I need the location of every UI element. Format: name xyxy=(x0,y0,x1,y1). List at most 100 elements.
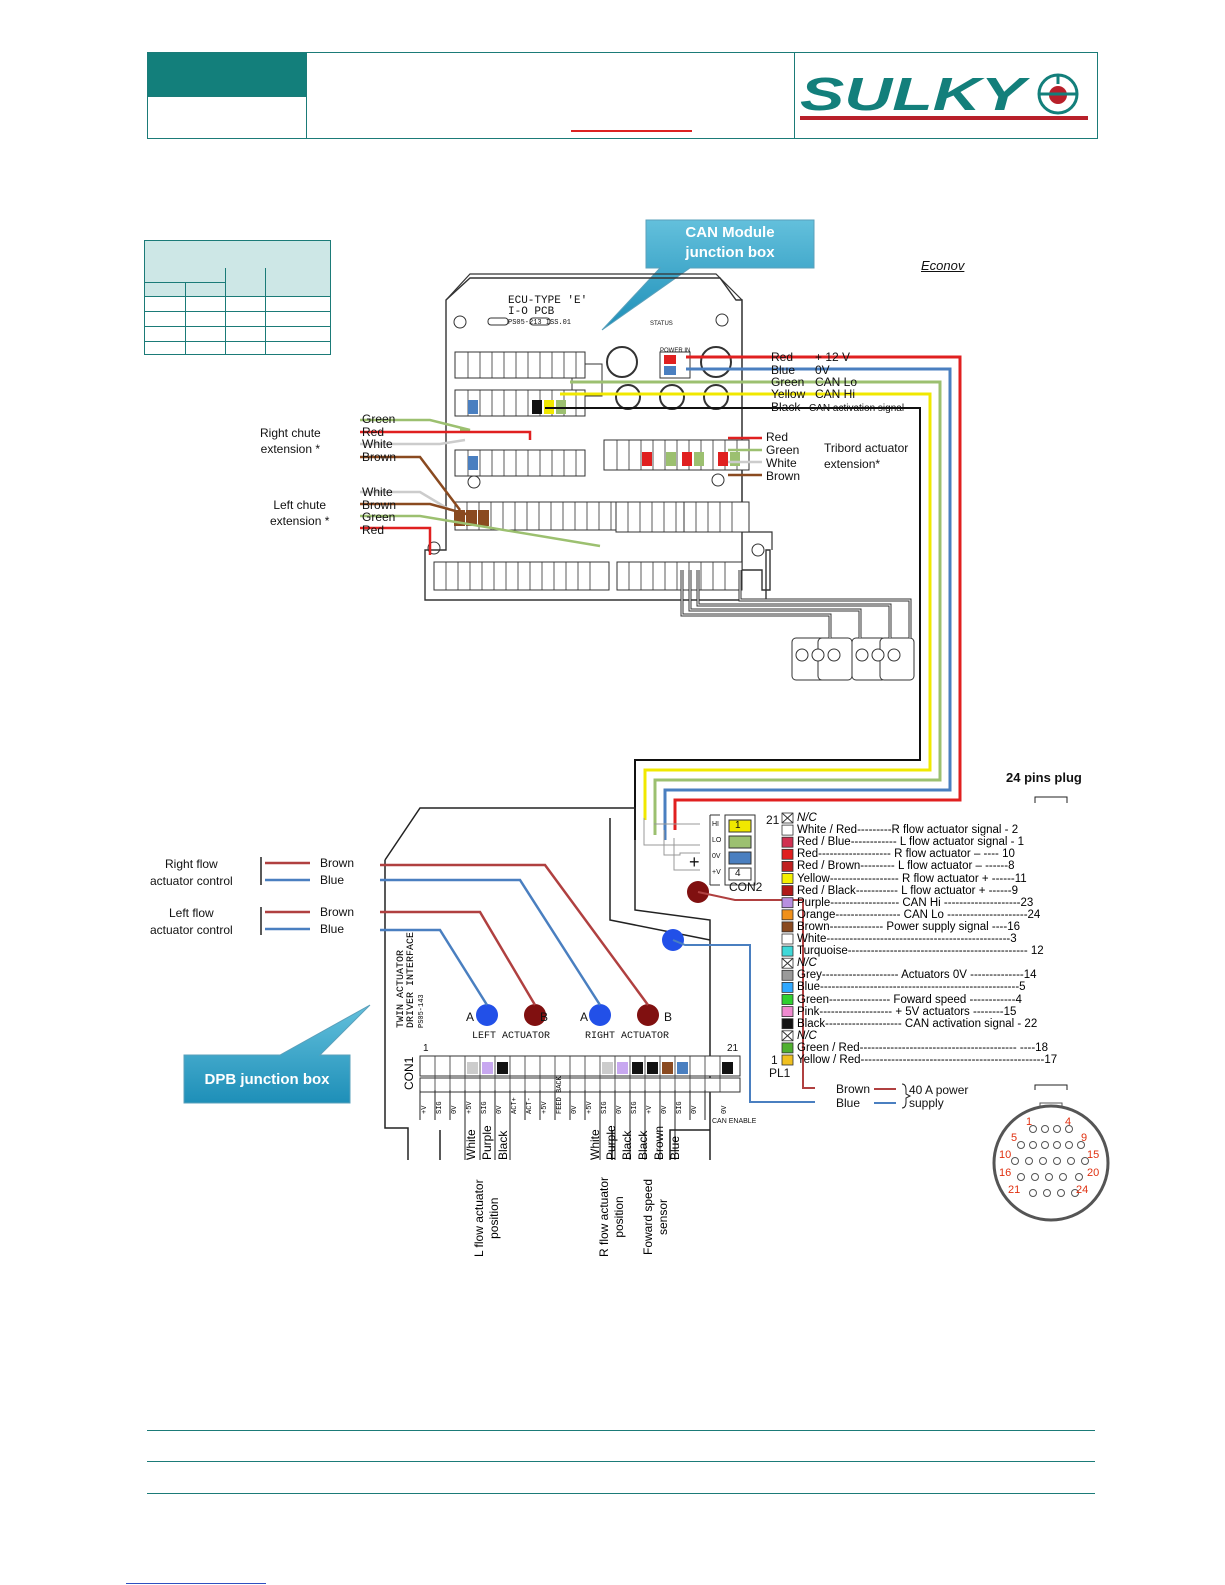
pin-description: -------------------- CAN activation sign… xyxy=(825,1017,1038,1030)
con2-label: CON2 xyxy=(729,880,763,894)
pin-description: ----------------------------------------… xyxy=(860,1054,1058,1066)
con1-pin-label: SIG xyxy=(601,1101,609,1114)
power-supply-brace xyxy=(874,1083,912,1109)
pin-color-swatch xyxy=(781,921,794,933)
label-line: supply xyxy=(909,1096,944,1110)
can-module-pcb xyxy=(424,273,915,681)
right-actuator-label: RIGHT ACTUATOR xyxy=(585,1031,670,1042)
wire-name: Brown xyxy=(320,905,355,919)
pin-color-name: Orange xyxy=(797,908,836,921)
pin-description: ----------------------------------------… xyxy=(826,933,1017,945)
wire-name: White xyxy=(362,485,393,499)
con1-pin-label: 0V xyxy=(616,1105,624,1114)
con1-pin-label: +V xyxy=(646,1105,654,1114)
pin-description: ------------------- + 5V actuators -----… xyxy=(819,1005,1017,1018)
dpb-callout-shape xyxy=(183,1004,371,1104)
pin-color-swatch xyxy=(781,897,794,909)
wire-name: Red xyxy=(362,424,385,439)
pin-color-name: Yellow xyxy=(797,872,830,885)
footer-link-underline xyxy=(126,1583,266,1584)
pin-description: ------------ L flow actuator signal - 1 xyxy=(850,836,1025,849)
pin-color-swatch xyxy=(781,945,794,957)
wire-name: Brown xyxy=(362,449,397,464)
wire-name: Blue xyxy=(836,1096,861,1110)
pin-color-swatch xyxy=(781,824,794,836)
actuator-b-label: B xyxy=(540,1010,549,1024)
con2-pin-plus-v: +V xyxy=(712,869,721,876)
info-table xyxy=(144,240,331,355)
header-red-underline xyxy=(571,130,692,132)
wire-name: Green xyxy=(362,412,396,426)
can-module-callout: CAN Module junction box xyxy=(646,223,814,263)
pin-color-name: Turquoise xyxy=(797,945,848,958)
r-flow-position-caption: R flow actuator position xyxy=(597,1177,627,1257)
con1-pin1-label: 1 xyxy=(423,1043,429,1054)
plug-pin-number: 16 xyxy=(999,1167,1012,1179)
wire-signal: 0V xyxy=(815,363,830,377)
pl1-pin-top: 21 xyxy=(766,813,780,827)
nc-cross xyxy=(781,957,794,969)
left-flow-label: Left flow actuator control xyxy=(150,905,233,939)
pin-color-name: Pink xyxy=(797,1005,820,1018)
pcb-status-label: STATUS xyxy=(650,321,673,327)
pl1-pin-bottom: 1 xyxy=(771,1053,778,1067)
pin-color-swatch xyxy=(781,836,794,848)
can-callout-shape xyxy=(601,219,815,331)
pin-color-name: Red / Black xyxy=(797,884,856,897)
right-flow-label: Right flow actuator control xyxy=(150,856,233,890)
pin-color-swatch xyxy=(781,909,794,921)
footer-line xyxy=(147,1461,1095,1462)
pinout-row: Brown-------------- Power supply signal … xyxy=(797,921,1020,933)
header-divider xyxy=(306,53,307,139)
con2-pin-hi: HI xyxy=(712,821,719,828)
pin-color-swatch xyxy=(781,861,794,872)
footer-line xyxy=(147,1493,1095,1494)
pin-color-name: N/C xyxy=(797,957,817,970)
pinout-row: Purple------------------ CAN Hi --------… xyxy=(797,897,1033,909)
flow-control-wires xyxy=(260,857,310,935)
plug-title: 24 pins plug xyxy=(1006,770,1082,785)
pin-description: ----------------- CAN Lo ---------------… xyxy=(835,908,1041,921)
page-header xyxy=(147,52,1098,139)
con1-pin-label: +5V xyxy=(466,1101,474,1114)
pin-color-name: Blue xyxy=(797,981,821,994)
wire-name: Purple xyxy=(604,1125,618,1160)
pcb-title: ECU-TYPE 'E' I-O PCB PS05-213 ISS.01 xyxy=(508,296,587,329)
pin-description: --------- L flow actuator – ------8 xyxy=(860,860,1015,873)
pcb-title-line: I-O PCB xyxy=(508,306,555,318)
pin-color-name: Red / Brown xyxy=(797,860,861,873)
callout-line: CAN Module xyxy=(685,224,775,241)
con1-label: CON1 xyxy=(402,1056,416,1090)
wire-signal: CAN Lo xyxy=(815,375,858,389)
nc-cross xyxy=(781,1030,794,1042)
pin-color-swatch xyxy=(781,1042,794,1054)
wire-name: Blue xyxy=(320,922,345,936)
tribord-wires xyxy=(728,436,762,477)
con2-pin-lo: LO xyxy=(712,837,722,844)
pin-color-swatch xyxy=(781,873,794,884)
logo-text: SULKY xyxy=(800,68,1031,120)
pinout-row: Orange----------------- CAN Lo ---------… xyxy=(797,909,1040,921)
pinout-row: White-----------------------------------… xyxy=(797,933,1017,945)
header-teal-block xyxy=(148,53,306,96)
actuator-b-label: B xyxy=(664,1010,673,1024)
power-supply-wires xyxy=(662,881,815,1103)
wire-name: Brown xyxy=(362,497,397,512)
wire-name: Green xyxy=(766,443,800,457)
pin-color-swatch xyxy=(781,1054,794,1066)
label-line: Left flow xyxy=(169,906,214,920)
left-chute-label: Left chute extension * xyxy=(270,497,329,529)
caption-line: Foward speed xyxy=(641,1178,655,1255)
pin-color-name: Purple xyxy=(797,896,831,909)
wire-color: Yellow xyxy=(771,387,806,401)
can-bus-wires xyxy=(545,355,962,840)
wire-name: White xyxy=(588,1129,602,1160)
con2-block xyxy=(643,814,756,886)
dpb-callout: DPB junction box xyxy=(204,1071,330,1088)
pinout-row: Red------------------- R flow actuator –… xyxy=(797,848,1015,860)
pinout-row: Green---------------- Foward speed -----… xyxy=(797,994,1022,1006)
pin-color-name: White xyxy=(797,933,827,945)
con1-pin-label: ACT- xyxy=(526,1097,534,1114)
pinout-row: Pink------------------- + 5V actuators -… xyxy=(797,1006,1016,1018)
wire-name: Brown xyxy=(836,1082,871,1096)
